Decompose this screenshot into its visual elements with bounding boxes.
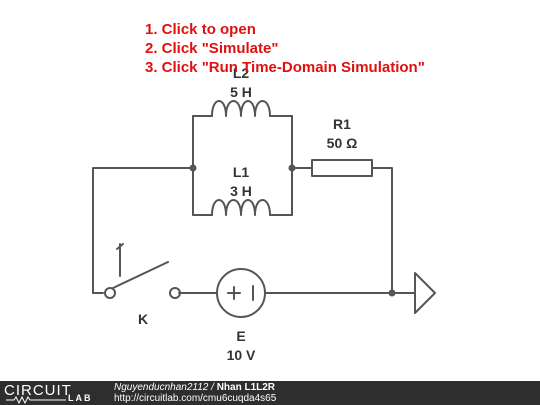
resistor-r1-body — [311, 159, 373, 177]
resistor-r1-value: 50 Ω — [326, 135, 358, 151]
junction-node-ground — [388, 289, 396, 297]
instruction-1: 1. Click to open — [145, 21, 256, 38]
footer-author[interactable]: Nguyenducnhan2112 — [114, 382, 209, 393]
footer-title[interactable]: Nhan L1L2R — [216, 382, 276, 393]
switch-k-name: K — [137, 311, 149, 327]
switch-blade — [112, 261, 169, 289]
instruction-3: 3. Click "Run Time-Domain Simulation" — [145, 59, 425, 76]
inductor-l2-value: 5 H — [230, 84, 252, 100]
junction-node-left — [189, 164, 197, 172]
voltage-source-plus — [227, 286, 241, 300]
junction-node-right — [288, 164, 296, 172]
logo-text-circuit: CIRCUIT — [4, 382, 72, 399]
switch-terminal-right — [169, 287, 181, 299]
wire-r1-to-ground — [371, 167, 393, 294]
wire-left — [92, 167, 194, 294]
circuitlab-logo[interactable]: CIRCUIT LAB — [2, 381, 102, 405]
footer-bar: CIRCUIT LAB Nguyenducnhan2112 / Nhan L1L… — [0, 381, 540, 405]
inductor-l2-coil — [211, 100, 271, 117]
switch-actuator-top — [116, 243, 124, 250]
logo-text-lab: LAB — [68, 393, 93, 403]
ground-symbol — [414, 272, 436, 314]
inductor-l1-value: 3 H — [230, 183, 252, 199]
resistor-r1-name: R1 — [333, 116, 351, 132]
logo-wave-icon — [6, 396, 66, 404]
voltage-source-value: 10 V — [226, 347, 256, 363]
inductor-l1-name: L1 — [232, 164, 250, 180]
switch-terminal-left — [104, 287, 116, 299]
footer-credit: Nguyenducnhan2112 / Nhan L1L2R — [114, 382, 275, 393]
inductor-l1-coil — [211, 199, 271, 216]
inductor-l2-name: L2 — [232, 65, 250, 81]
voltage-source-body — [216, 268, 266, 318]
instruction-2: 2. Click "Simulate" — [145, 40, 279, 57]
footer-url[interactable]: http://circuitlab.com/cmu6cuqda4s65 — [114, 393, 277, 404]
footer-separator: / — [208, 382, 217, 393]
voltage-source-name: E — [236, 328, 246, 344]
